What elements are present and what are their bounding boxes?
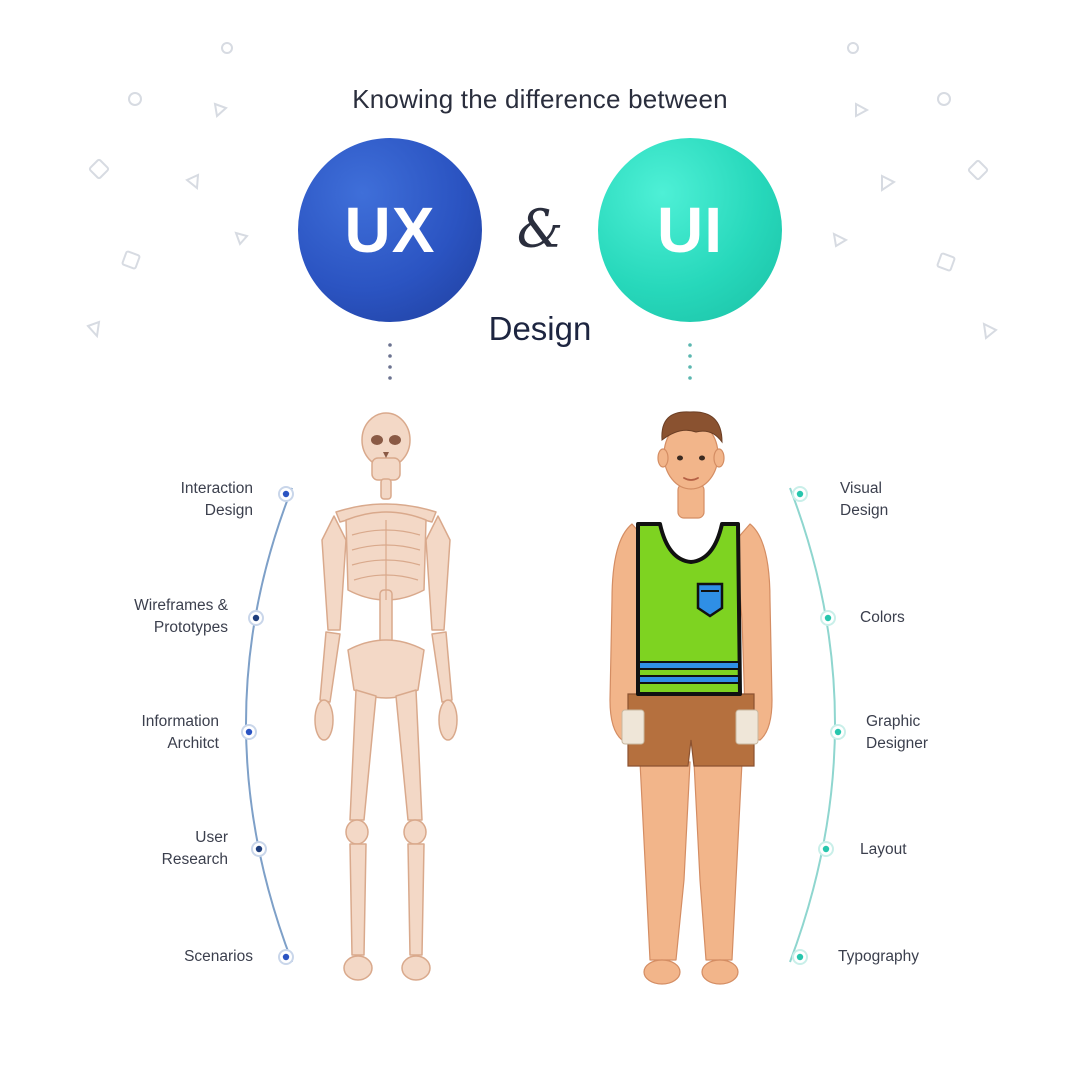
ux-item-line2: Architct (167, 735, 219, 752)
ui-item-line2: Design (840, 502, 889, 519)
deco-triangle-icon (185, 173, 200, 190)
shorts (627, 693, 755, 767)
ui-item-line1: Typography (838, 948, 919, 965)
deco-triangle-icon (86, 320, 101, 339)
ux-item-line2: Prototypes (153, 619, 228, 636)
ux-circle: UX (298, 138, 482, 322)
deco-square-icon (967, 159, 989, 181)
ui-item-layout: Layout (860, 839, 907, 861)
ui-markers (792, 486, 846, 965)
ux-markers (241, 486, 294, 965)
ux-item-line2: Research (161, 851, 228, 868)
ui-label: UI (657, 194, 723, 266)
ux-arc (245, 487, 293, 963)
ux-label: UX (344, 194, 436, 266)
deco-square-icon (88, 158, 110, 180)
ux-item-line2: Design (204, 502, 253, 519)
ux-item-line1: Wireframes & (134, 597, 228, 614)
deco-circle-icon (221, 42, 233, 54)
ux-item-interaction-design: Interaction Design (181, 478, 253, 522)
headline: Knowing the difference between (352, 84, 728, 114)
ampersand: & (516, 200, 564, 260)
deco-circle-icon (128, 92, 142, 106)
deco-triangle-icon (982, 322, 998, 340)
ui-item-typography: Typography (838, 946, 919, 968)
deco-square-icon (121, 250, 141, 270)
ui-item-line2: Designer (866, 735, 929, 752)
deco-circle-icon (847, 42, 859, 54)
ui-item-graphic-designer: Graphic Designer (866, 711, 928, 755)
ux-item-line1: Information (141, 713, 219, 730)
deco-triangle-icon (881, 174, 896, 192)
ui-arc (789, 487, 836, 963)
ui-item-colors: Colors (860, 607, 905, 629)
subtitle: Design (488, 310, 592, 347)
ux-item-line1: Interaction (180, 480, 253, 497)
ux-item-user-research: User Research (162, 827, 228, 871)
tank-top (636, 522, 742, 696)
ux-item-information-architect: Information Architct (141, 711, 219, 755)
deco-circle-icon (937, 92, 951, 106)
pocket-icon (696, 582, 724, 618)
deco-triangle-icon (213, 102, 228, 118)
ui-item-line1: Colors (860, 609, 905, 626)
ux-item-wireframes: Wireframes & Prototypes (134, 595, 228, 639)
deco-triangle-icon (855, 102, 870, 118)
ui-item-line1: Layout (860, 841, 907, 858)
deco-triangle-icon (832, 232, 849, 248)
ui-item-visual-design: Visual Design (840, 478, 888, 522)
ux-item-scenarios: Scenarios (184, 946, 253, 968)
ui-circle: UI (598, 138, 782, 322)
ui-item-line1: Graphic (866, 713, 921, 730)
ux-item-line1: User (195, 829, 228, 846)
deco-square-icon (936, 252, 956, 272)
ux-item-line1: Scenarios (184, 948, 253, 965)
deco-triangle-icon (234, 231, 249, 246)
ui-item-line1: Visual (840, 480, 882, 497)
